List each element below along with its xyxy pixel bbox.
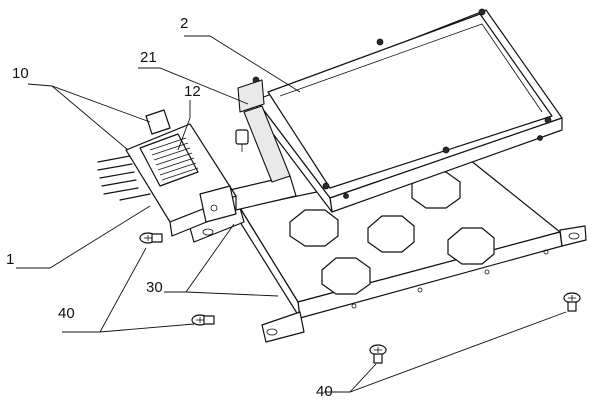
- screw-right-upper: [563, 292, 581, 312]
- screw-left-lower: [191, 314, 215, 326]
- hard-drive: [237, 8, 563, 213]
- screw-left-upper: [139, 232, 163, 244]
- label-screws-right: 40: [316, 383, 333, 400]
- label-tray: 30: [146, 279, 163, 296]
- label-bracket-part: 21: [140, 49, 157, 66]
- connector-adapter: [97, 109, 249, 237]
- label-connector-cover: 12: [184, 83, 201, 100]
- label-connector: 10: [12, 65, 29, 82]
- screw-right-lower: [369, 344, 387, 364]
- label-screws-left: 40: [58, 305, 75, 322]
- label-hard-drive: 2: [180, 15, 188, 32]
- label-adapter: 1: [6, 251, 14, 268]
- leader-lines: [16, 35, 567, 393]
